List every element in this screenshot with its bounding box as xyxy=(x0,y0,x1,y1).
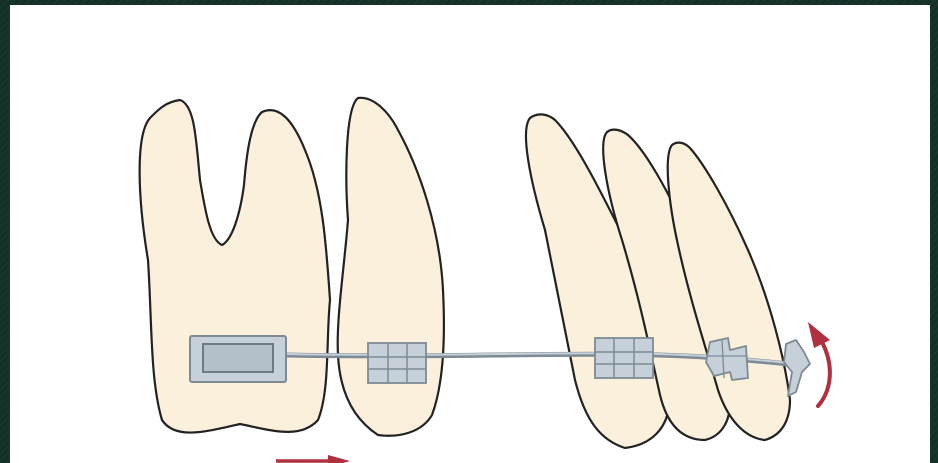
dental-diagram xyxy=(10,5,930,463)
premolar-tooth xyxy=(338,98,444,436)
molar-tube xyxy=(190,336,286,382)
premolar-bracket xyxy=(368,343,426,383)
translation-arrow xyxy=(276,455,350,463)
diagram-panel xyxy=(10,5,930,463)
anterior-bracket-1 xyxy=(595,338,653,378)
rotation-arrow xyxy=(808,322,830,406)
